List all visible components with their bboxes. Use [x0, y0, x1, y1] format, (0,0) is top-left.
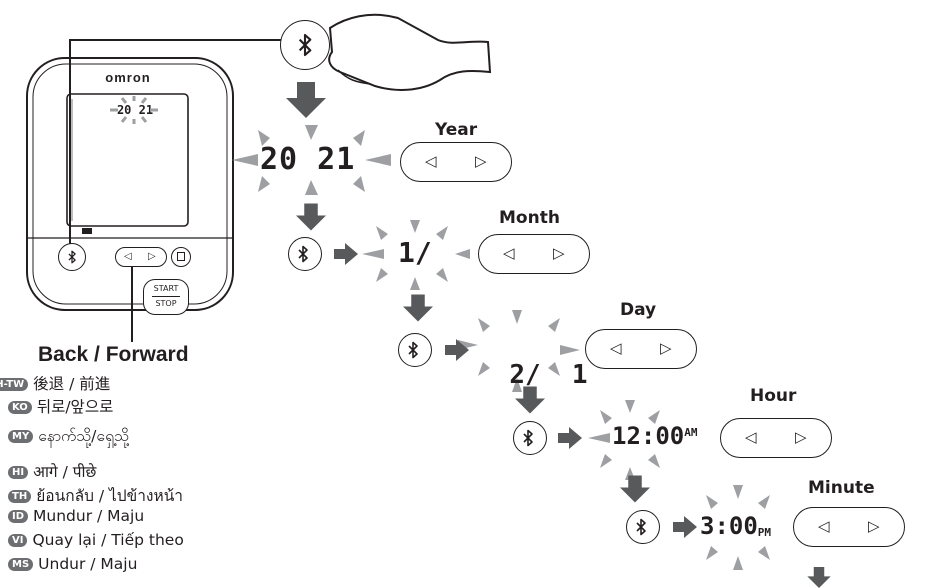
back-forward-button-month[interactable]: ◁ ▷ — [478, 234, 590, 274]
bluetooth-icon — [522, 429, 534, 447]
left-arrow-icon: ◁ — [124, 251, 132, 262]
language-row: VI Quay lại / Tiếp theo — [8, 531, 184, 549]
language-code-badge: ID — [8, 510, 29, 523]
language-code-badge: MY — [8, 430, 34, 443]
language-code-badge: TH — [8, 490, 32, 503]
back-forward-button-year[interactable]: ◁ ▷ — [400, 142, 512, 182]
bluetooth-button-step-day[interactable] — [398, 333, 432, 367]
right-arrow-icon: ▷ — [475, 152, 487, 170]
language-code-badge: HI — [8, 466, 29, 479]
device-memory-button[interactable] — [171, 247, 191, 267]
minute-flash-rays — [706, 485, 770, 570]
legend-title: Back / Forward — [38, 343, 189, 366]
device-year-display: 20 21 — [117, 103, 153, 117]
left-arrow-icon: ◁ — [610, 339, 622, 357]
pointer-lines — [69, 39, 288, 342]
language-text: 後退 / 前進 — [33, 375, 111, 393]
start-label: START — [153, 284, 179, 293]
bluetooth-button-step-month[interactable] — [288, 237, 322, 271]
device-flash-rays — [110, 96, 158, 124]
brand-logo: omron — [105, 70, 150, 85]
language-row: ZH-TW 後退 / 前進 — [0, 372, 110, 394]
language-code-badge: ZH-TW — [0, 378, 29, 391]
step-label-year: Year — [435, 120, 478, 140]
year-flash-rays — [232, 125, 391, 195]
back-forward-button-day[interactable]: ◁ ▷ — [585, 329, 697, 369]
right-arrow-icon: ▷ — [148, 251, 156, 262]
step-label-hour: Hour — [750, 386, 797, 406]
start-stop-divider — [152, 296, 180, 297]
back-forward-button-hour[interactable]: ◁ ▷ — [720, 418, 832, 458]
bluetooth-icon — [67, 250, 77, 264]
language-row: MY နောက်သို့/ရှေ့သို့ — [8, 426, 129, 449]
right-arrow-icon: ▷ — [868, 517, 880, 535]
device-back-forward-button[interactable]: ◁ ▷ — [115, 247, 167, 267]
language-code-badge: VI — [8, 534, 28, 547]
language-row: TH ย้อนกลับ / ไปข้างหน้า — [8, 483, 183, 508]
language-code-badge: MS — [8, 558, 34, 571]
bluetooth-button-main[interactable] — [280, 20, 330, 70]
language-code-badge: KO — [8, 401, 32, 414]
hour-flash-rays — [588, 400, 660, 480]
bluetooth-button-step-minute[interactable] — [626, 510, 660, 544]
left-arrow-icon: ◁ — [818, 517, 830, 535]
memory-icon — [177, 252, 185, 261]
language-text: 뒤로/앞으로 — [36, 398, 114, 416]
bluetooth-icon — [635, 518, 647, 536]
day-flash-rays — [458, 310, 580, 392]
language-text: Undur / Maju — [38, 555, 138, 573]
bluetooth-button-step-hour[interactable] — [513, 421, 547, 455]
language-row: KO 뒤로/앞으로 — [8, 395, 113, 417]
step-label-day: Day — [620, 300, 657, 320]
back-forward-button-minute[interactable]: ◁ ▷ — [793, 507, 905, 547]
lcd-year: 20 21 — [260, 142, 356, 177]
month-flash-rays — [362, 220, 470, 290]
bluetooth-icon — [297, 33, 313, 57]
right-arrow-icon: ▷ — [553, 244, 565, 262]
language-text: Quay lại / Tiếp theo — [32, 531, 184, 549]
lcd-month: 1/ — [398, 236, 432, 269]
lcd-day: 2/ 1 — [509, 360, 588, 390]
device-start-stop-button[interactable]: START STOP — [143, 279, 189, 315]
language-text: आगे / पीछे — [33, 463, 97, 481]
bluetooth-icon — [407, 341, 419, 359]
bluetooth-button-device[interactable] — [58, 243, 86, 271]
lcd-hour: 12:00AM — [612, 422, 698, 450]
stop-label: STOP — [155, 299, 177, 308]
blood-pressure-monitor: omron 20 21 — [26, 57, 234, 311]
right-arrow-icon: ▷ — [795, 428, 807, 446]
left-arrow-icon: ◁ — [745, 428, 757, 446]
bluetooth-icon — [297, 245, 309, 263]
pressing-hand-icon — [328, 13, 492, 91]
right-arrow-icon: ▷ — [660, 339, 672, 357]
step-label-month: Month — [499, 208, 560, 228]
language-text: Mundur / Maju — [33, 507, 145, 525]
left-arrow-icon: ◁ — [503, 244, 515, 262]
language-text: ย้อนกลับ / ไปข้างหน้า — [36, 487, 184, 505]
language-text: နောက်သို့/ရှေ့သို့ — [38, 427, 129, 445]
lcd-minute: 3:00PM — [700, 512, 772, 540]
left-arrow-icon: ◁ — [425, 152, 437, 170]
language-row: HI आगे / पीछे — [8, 460, 96, 482]
language-row: ID Mundur / Maju — [8, 507, 144, 525]
step-label-minute: Minute — [808, 478, 875, 498]
language-row: MS Undur / Maju — [8, 555, 137, 573]
